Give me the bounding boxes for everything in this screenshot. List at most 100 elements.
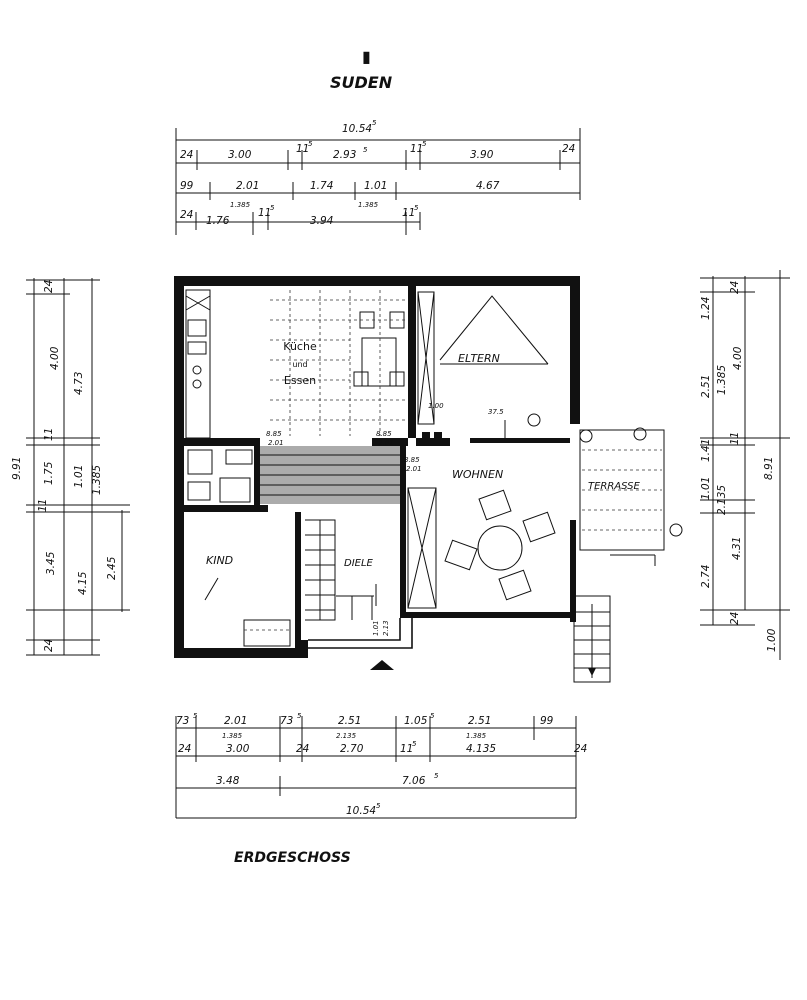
right-dim-col2-7: 24	[729, 612, 741, 625]
top-dim-row3-3-sup: 5	[270, 204, 275, 212]
top-dim-5-sup: 5	[422, 140, 427, 148]
left-dim-3: 11	[43, 428, 55, 441]
left-dim-1: 24	[43, 280, 55, 293]
bottom-row3-dim-2: 7.06	[402, 775, 426, 787]
bottom-dim-7: 99	[540, 715, 554, 727]
bathroom	[187, 449, 253, 503]
right-dim-5: 2.74	[700, 565, 712, 588]
top-dim-row2-sub-1: 1.385	[230, 201, 251, 209]
right-dim-2: 2.51	[700, 375, 712, 398]
right-overall-dim: 8.91	[763, 457, 775, 480]
top-dim-6: 3.90	[470, 149, 494, 161]
terrasse-area	[579, 427, 683, 551]
bottom-dim-1: 73	[176, 715, 189, 727]
bottom-row2-dim-7: 24	[574, 743, 587, 755]
int-dim-6: 2.01	[378, 439, 394, 447]
right-dim-col2-3: 1.385	[716, 365, 728, 395]
bottom-dim-3-sup: 5	[297, 712, 302, 720]
left-dim-5: 11	[37, 499, 49, 512]
top-dim-row3-3: 11	[258, 207, 271, 219]
bottom-dim-4: 2.51	[338, 715, 361, 727]
diele-stairs	[305, 519, 377, 621]
right-dim-col2-4: 11	[729, 432, 741, 445]
top-dim-row3-5: 11	[402, 207, 415, 219]
int-dim-2: 37.5	[488, 408, 504, 416]
left-dim-col2-3: 1.385	[91, 465, 103, 495]
top-dim-7: 24	[562, 143, 575, 155]
building-walls	[174, 276, 580, 658]
bottom-overall-dim: 10.54	[346, 805, 376, 817]
bottom-row3-dim-2-sup: 5	[434, 772, 439, 780]
top-dim-5: 11	[410, 143, 423, 155]
top-dim-row3-1: 24	[180, 209, 193, 221]
left-dim-4: 1.75	[43, 461, 55, 485]
top-dim-row3-4: 3.94	[310, 215, 333, 227]
bottom-overall-dim-sup: 5	[376, 802, 381, 810]
bottom-row2-dim-5: 11	[400, 743, 413, 755]
left-dim-col2-5: 2.45	[106, 556, 118, 580]
int-dim-3: 8.85	[266, 430, 282, 438]
int-dim-4: 2.01	[268, 439, 284, 447]
exterior-stairs	[573, 554, 656, 683]
bottom-dimension-chains: 73 5 2.01 73 5 2.51 1.05 5 2.51 99 1.385…	[175, 712, 587, 819]
left-dim-7: 24	[43, 639, 55, 652]
bottom-row2-dim-2: 3.00	[226, 743, 250, 755]
left-dim-2: 4.00	[49, 346, 61, 370]
right-dim-3: 1.41	[700, 439, 712, 462]
bottom-dim-5-sup: 5	[430, 712, 435, 720]
right-dimension-chains: 1.24 2.51 1.41 1.01 2.74 1.00 24 4.00 1.…	[700, 270, 790, 660]
drawing-caption: ERDGESCHOSS	[234, 850, 351, 866]
right-dim-6: 1.00	[766, 628, 778, 652]
top-dim-4: 2.93	[333, 149, 356, 161]
kind-room	[204, 577, 291, 647]
right-dim-col2-2: 4.00	[732, 346, 744, 370]
bottom-dim-sub-1: 1.385	[222, 732, 243, 740]
room-label-kueche-1: Küche	[283, 340, 317, 353]
left-dim-col2-2: 1.01	[73, 465, 85, 488]
room-label-terrasse: TERRASSE	[588, 481, 641, 492]
right-dim-col2-5: 2.135	[716, 485, 728, 515]
top-dim-row3-2: 1.76	[206, 215, 230, 227]
kitchen-room	[185, 289, 405, 439]
top-dim-row2-sub-2: 1.385	[358, 201, 379, 209]
int-dim-10: 2.13	[382, 620, 390, 636]
top-dim-row2-5: 4.67	[476, 180, 500, 192]
int-dim-1: 1.00	[428, 402, 444, 410]
left-dim-col2-4: 4.15	[77, 571, 89, 595]
top-dim-3-sup: 5	[308, 140, 313, 148]
top-dim-4-sup: 5	[363, 146, 368, 154]
bottom-dim-1-sup: 5	[193, 712, 198, 720]
bottom-dim-5: 1.05	[404, 715, 428, 727]
top-dim-row2-3: 1.74	[310, 180, 333, 192]
interior-dimensions: 1.00 37.5 8.85 2.01 8.85 2.01 8.85 2.01 …	[266, 402, 504, 636]
left-dim-col2-1: 4.73	[73, 372, 85, 395]
bottom-dim-2: 2.01	[224, 715, 247, 727]
bottom-row3-dim-1: 3.48	[216, 775, 240, 787]
top-dimension-chains: 10.54 5 24 3.00 11 5 2.93 5 11 5 3.90 24…	[175, 119, 581, 235]
room-label-diele: DIELE	[344, 558, 374, 569]
int-dim-7: 8.85	[404, 456, 420, 464]
room-label-kueche-2: und	[292, 360, 307, 369]
room-label-eltern: ELTERN	[458, 352, 500, 365]
right-dim-1: 1.24	[700, 297, 712, 320]
bottom-row2-dim-5-sup: 5	[412, 740, 417, 748]
bottom-row2-dim-4: 2.70	[340, 743, 364, 755]
bottom-dim-sub-2: 2.135	[336, 732, 357, 740]
top-dim-row2-1: 99	[180, 180, 194, 192]
orientation-mark: ▮	[362, 47, 371, 66]
bottom-row2-dim-3: 24	[296, 743, 309, 755]
top-dim-row2-4: 1.01	[364, 180, 387, 192]
top-dim-row2-2: 2.01	[236, 180, 259, 192]
eltern-room	[417, 291, 549, 440]
room-label-kind: KIND	[206, 554, 233, 567]
windows	[244, 278, 526, 284]
bottom-row2-dim-6: 4.135	[466, 743, 496, 755]
top-dim-row3-5-sup: 5	[414, 204, 419, 212]
right-dim-col2-1: 24	[729, 281, 741, 294]
entrance	[308, 618, 413, 670]
bottom-dim-6: 2.51	[468, 715, 491, 727]
top-dim-1: 24	[180, 149, 193, 161]
int-dim-9: 1.01	[372, 620, 380, 636]
corridor-hatching	[260, 446, 400, 504]
